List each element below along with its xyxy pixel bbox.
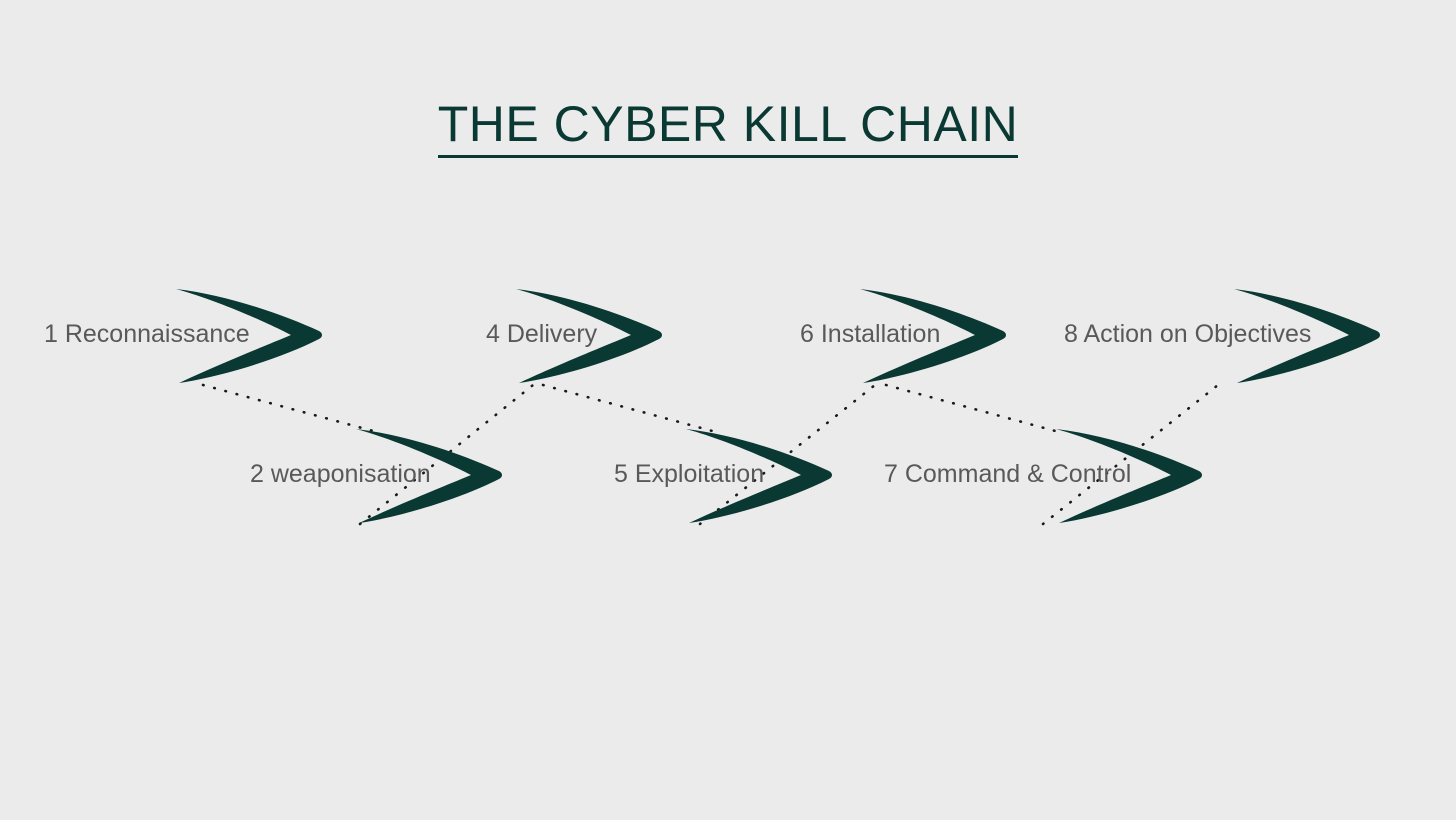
connector-1-to-2 xyxy=(201,383,379,434)
stage-label-8[interactable]: 8 Action on Objectives xyxy=(1064,320,1312,348)
stage-label-5[interactable]: 5 Exploitation xyxy=(614,460,765,488)
connector-7-to-8 xyxy=(1041,383,1220,526)
connector-group xyxy=(201,383,1220,526)
stage-label-7[interactable]: 7 Command & Control xyxy=(884,460,1132,488)
connector-4-to-5 xyxy=(541,383,718,434)
connector-2-to-4 xyxy=(358,383,535,526)
stage-label-1[interactable]: 1 Reconnaissance xyxy=(44,320,250,348)
connector-5-to-6 xyxy=(698,383,877,526)
page-title: THE CYBER KILL CHAIN xyxy=(437,96,1019,158)
stage-label-4[interactable]: 4 Delivery xyxy=(486,320,598,348)
stage-label-2[interactable]: 2 weaponisation xyxy=(250,460,431,488)
connector-6-to-7 xyxy=(884,383,1061,434)
stage-label-6[interactable]: 6 Installation xyxy=(800,320,941,348)
title-block: THE CYBER KILL CHAIN xyxy=(0,96,1456,158)
